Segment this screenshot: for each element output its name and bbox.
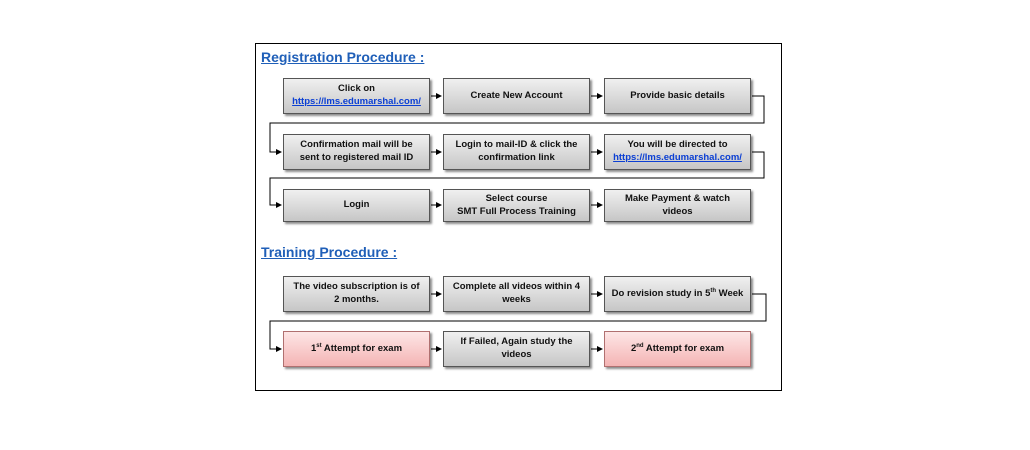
step-revision: Do revision study in 5th Week	[604, 276, 751, 312]
text-part: Attempt for exam	[643, 342, 725, 354]
wrap-arrow	[269, 151, 765, 208]
step-label: Login	[343, 199, 370, 211]
superscript: nd	[636, 342, 644, 349]
step-select-course: Select course SMT Full Process Training	[443, 189, 590, 222]
text-part: 2	[630, 342, 637, 354]
superscript: th	[710, 287, 717, 294]
step-label: 1st Attempt for exam	[310, 342, 403, 356]
step-label: Complete all videos within 4 weeks	[452, 281, 581, 305]
step-label: Click on	[338, 83, 375, 95]
step-label: The video subscription is of 2 months.	[293, 281, 420, 305]
step-directed-to: You will be directed to https://lms.edum…	[604, 134, 751, 170]
step-label: Login to mail-ID & click the confirmatio…	[455, 139, 578, 163]
lms-link[interactable]: https://lms.edumarshal.com/	[613, 152, 742, 163]
step-subscription: The video subscription is of 2 months.	[283, 276, 430, 312]
step-if-failed: If Failed, Again study the videos	[443, 331, 590, 367]
step-label: 2nd Attempt for exam	[630, 342, 725, 356]
step-login: Login	[283, 189, 430, 222]
lms-link[interactable]: https://lms.edumarshal.com/	[292, 96, 421, 107]
step-login-mail: Login to mail-ID & click the confirmatio…	[443, 134, 590, 170]
step-label: You will be directed to	[627, 139, 728, 151]
step-label: Make Payment & watch videos	[624, 192, 731, 217]
step-label: Create New Account	[470, 89, 563, 101]
wrap-arrow	[269, 293, 767, 352]
step-create-account: Create New Account	[443, 78, 590, 114]
course-name: SMT Full Process Training	[457, 205, 576, 217]
step-complete-videos: Complete all videos within 4 weeks	[443, 276, 590, 312]
text-part: 1	[310, 342, 317, 354]
training-heading: Training Procedure :	[261, 244, 398, 260]
text-part: Week	[716, 287, 744, 299]
step-label: Confirmation mail will be sent to regist…	[299, 139, 414, 163]
step-second-attempt: 2nd Attempt for exam	[604, 331, 751, 367]
step-label: Select course	[485, 192, 548, 204]
step-label: Do revision study in 5th Week	[611, 287, 744, 301]
step-label: If Failed, Again study the videos	[460, 336, 573, 360]
step-click-on: Click on https://lms.edumarshal.com/	[283, 78, 430, 114]
registration-heading: Registration Procedure :	[261, 49, 425, 65]
step-label: Provide basic details	[630, 89, 725, 101]
text-part: Attempt for exam	[321, 342, 403, 354]
step-basic-details: Provide basic details	[604, 78, 751, 114]
wrap-arrow	[269, 95, 765, 155]
text-part: Do revision study in 5	[611, 287, 711, 299]
superscript: st	[316, 342, 322, 349]
step-confirmation-mail: Confirmation mail will be sent to regist…	[283, 134, 430, 170]
step-payment: Make Payment & watch videos	[604, 189, 751, 222]
step-first-attempt: 1st Attempt for exam	[283, 331, 430, 367]
